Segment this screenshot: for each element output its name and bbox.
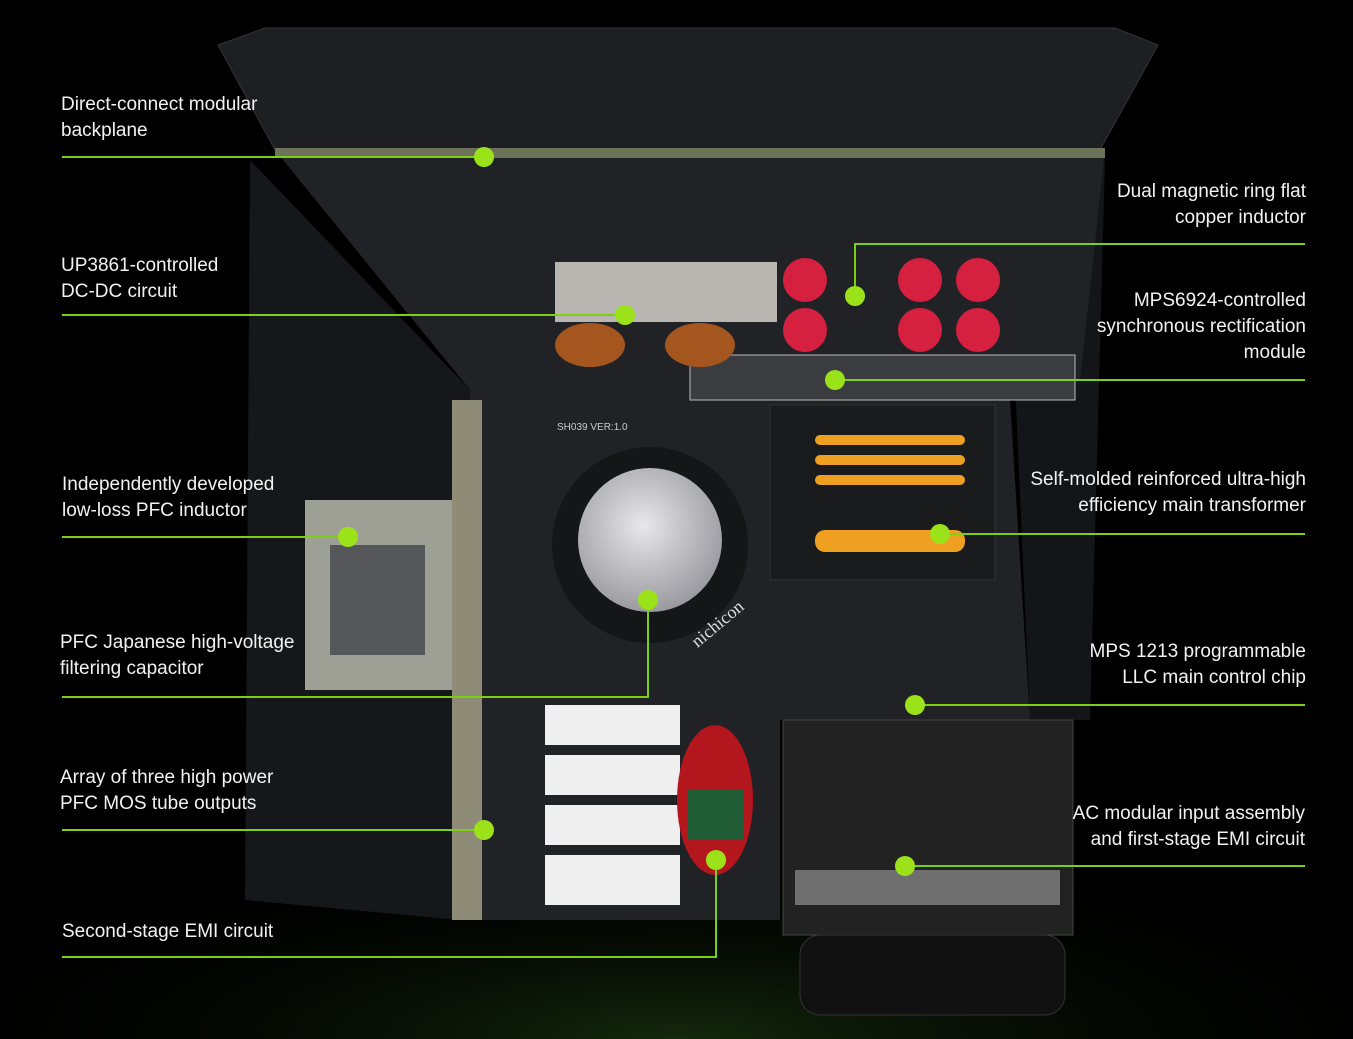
- callout-leader-inductor: [845, 243, 1305, 306]
- callout-dcdc-circuit: UP3861-controlled DC-DC circuit: [61, 255, 219, 302]
- callout-leader-mos: [62, 820, 494, 840]
- marker-dot: [825, 370, 845, 390]
- callout-backplane: Direct-connect modular backplane: [61, 94, 258, 141]
- marker-dot: [845, 286, 865, 306]
- callout-leader-llc: [905, 695, 1305, 715]
- marker-dot: [895, 856, 915, 876]
- callout-second-stage-emi: Second-stage EMI circuit: [62, 921, 274, 942]
- marker-dot: [338, 527, 358, 547]
- marker-dot: [905, 695, 925, 715]
- marker-dot: [615, 305, 635, 325]
- marker-dot: [474, 820, 494, 840]
- pcb-marking: SH039 VER:1.0: [557, 422, 628, 433]
- callout-leader-dcdc: [62, 305, 635, 325]
- callout-mos-outputs: Array of three high power PFC MOS tube o…: [60, 767, 274, 814]
- callout-leader-sr: [825, 370, 1305, 390]
- callout-leader-ac: [895, 856, 1305, 876]
- callout-pfc-inductor: Independently developed low-loss PFC ind…: [62, 474, 275, 521]
- callout-leader-pfc-inductor: [62, 527, 358, 547]
- callout-main-transformer: Self-molded reinforced ultra-high effici…: [1030, 469, 1306, 516]
- callout-ac-input: AC modular input assembly and first-stag…: [1072, 803, 1305, 850]
- marker-dot: [474, 147, 494, 167]
- marker-dot: [706, 850, 726, 870]
- callout-flat-copper-inductor: Dual magnetic ring flat copper inductor: [1116, 181, 1306, 228]
- marker-dot: [930, 524, 950, 544]
- callout-sync-rectification: MPS6924-controlled synchronous rectifica…: [1096, 290, 1306, 363]
- callout-llc-chip: MPS 1213 programmable LLC main control c…: [1089, 641, 1307, 688]
- marker-dot: [638, 590, 658, 610]
- callout-leader-pfc-capacitor: [62, 590, 658, 698]
- callout-leader-emi2: [62, 850, 726, 958]
- callout-pfc-capacitor: PFC Japanese high-voltage filtering capa…: [60, 632, 295, 679]
- callout-leader-backplane: [62, 147, 494, 167]
- callout-leader-transformer: [930, 524, 1305, 544]
